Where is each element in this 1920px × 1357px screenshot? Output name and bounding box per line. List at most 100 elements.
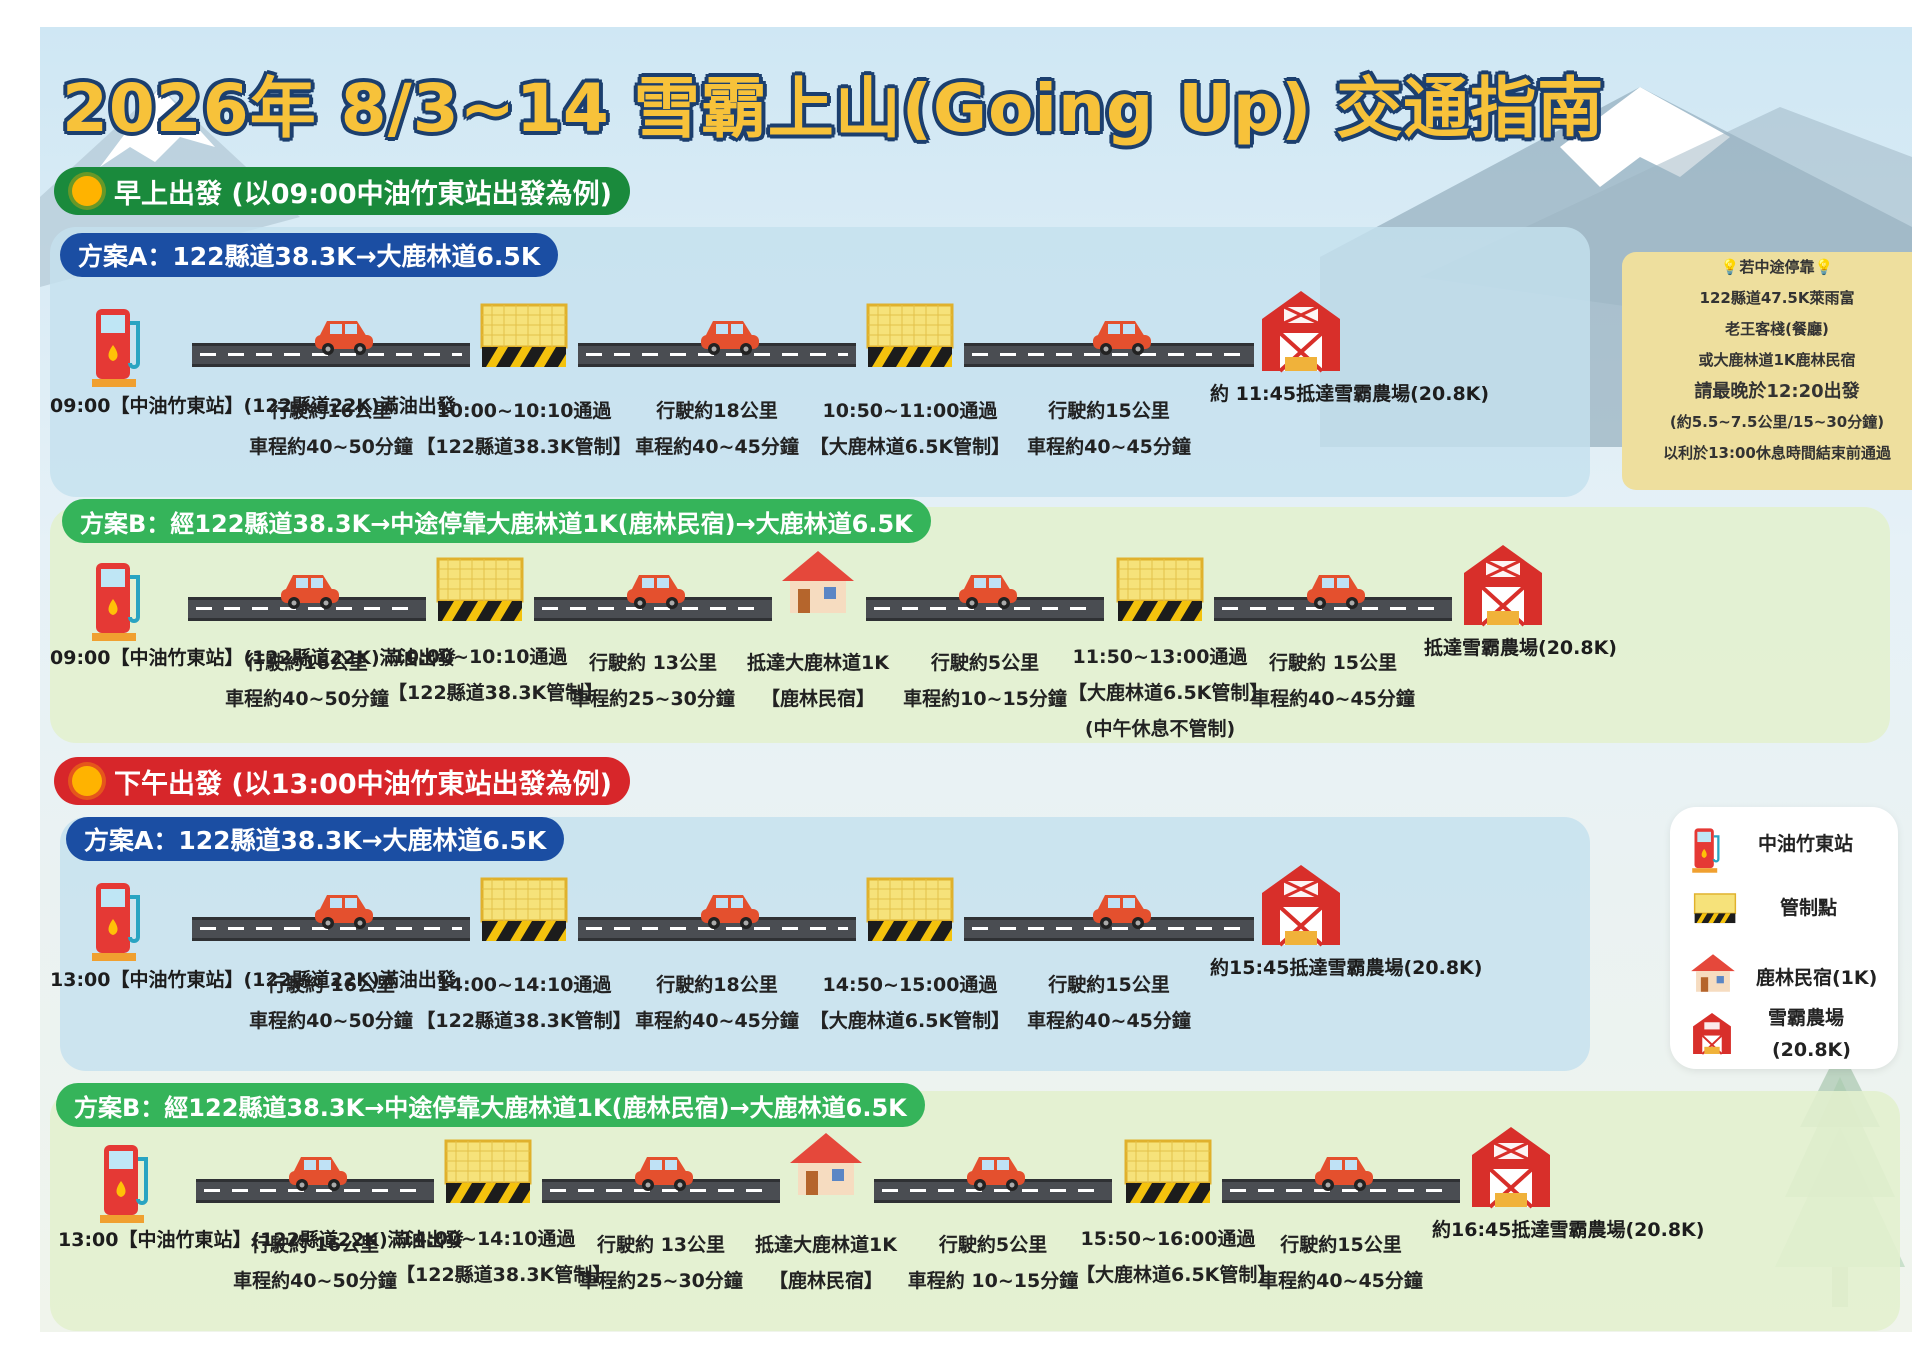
house-icon <box>1691 954 1735 992</box>
morning-a-start: 09:00【中油竹東站】(122縣道22K)滿油出發 <box>50 395 456 417</box>
afternoon-b-end-line: 約16:45 <box>1432 1219 1512 1241</box>
morning-b-barn-icon <box>1460 541 1546 627</box>
afternoon-header-text: 下午出發 (以13:00中油竹東站出發為例) <box>114 768 613 800</box>
morning-b-step-line: 【大鹿林道6.5K管制】 <box>1068 682 1269 704</box>
afternoon-b-checkpoint-icon <box>1124 1139 1212 1205</box>
morning-plan-a-label: 方案A：122縣道38.3K→大鹿林道6.5K <box>60 233 559 277</box>
morning-b-car-icon <box>1295 567 1367 611</box>
morning-b-car-icon <box>947 567 1019 611</box>
morning-b-step-line: 11:50~13:00通過 <box>1072 646 1248 668</box>
morning-b-end: 抵達雪霸農場(20.8K) <box>1424 637 1617 659</box>
legend-station: 中油竹東站 <box>1758 833 1854 855</box>
morning-b-step: 行駛約5公里車程約10~15分鐘 <box>866 645 1104 717</box>
afternoon-a-gas-pump-icon <box>90 877 146 965</box>
morning-b-start-line: (122縣道22K) <box>243 647 380 669</box>
afternoon-b-start-line: 【中油竹東站】 <box>118 1229 252 1251</box>
afternoon-a-step: 行駛約 16公里車程約40~50分鐘 <box>192 967 470 1039</box>
morning-a-car-icon <box>303 313 375 357</box>
morning-b-step-line: 行駛約16公里 <box>246 652 368 674</box>
afternoon-a-step-line: 行駛約 16公里 <box>266 974 396 996</box>
morning-header: 早上出發 (以09:00中油竹東站出發為例) <box>54 167 631 215</box>
afternoon-a-step: 行駛約15公里車程約40~45分鐘 <box>964 967 1254 1039</box>
morning-b-step-line: (中午休息不管制) <box>1084 718 1236 740</box>
morning-b-step: 抵達大鹿林道1K 【鹿林民宿】 <box>740 645 896 717</box>
afternoon-a-step-line: 14:50~15:00通過 <box>822 974 998 996</box>
sun-icon <box>72 766 102 796</box>
afternoon-b-step: 行駛約 16公里車程約40~50分鐘 <box>196 1227 434 1299</box>
afternoon-a-road <box>964 917 1254 941</box>
morning-a-end-line: 約 11:45 <box>1210 383 1297 405</box>
afternoon-b-start-line: 13:00 <box>58 1229 119 1251</box>
note-title: 💡若中途停靠💡 <box>1720 258 1834 276</box>
afternoon-a-step: 14:50~15:00通過【大鹿林道6.5K管制】 <box>776 967 1044 1039</box>
afternoon-plan-b-panel <box>50 1091 1900 1331</box>
note-line: 老王客棧(餐廳) <box>1725 320 1829 338</box>
morning-a-step-line: 10:50~11:00通過 <box>822 400 998 422</box>
afternoon-a-start-line: 13:00 <box>50 969 111 991</box>
morning-a-step-line: 10:00~10:10通過 <box>436 400 612 422</box>
morning-a-step-line: 車程約40~45分鐘 <box>635 436 799 458</box>
morning-b-step-line: 車程約25~30分鐘 <box>571 688 735 710</box>
afternoon-b-step-line: 【鹿林民宿】 <box>768 1270 883 1292</box>
note-line: 122縣道47.5K萊雨富 <box>1699 289 1855 307</box>
morning-b-step: 行駛約 15公里車程約40~45分鐘 <box>1214 645 1452 717</box>
morning-plan-b-label: 方案B：經122縣道38.3K→中途停靠大鹿林道1K(鹿林民宿)→大鹿林道6.5… <box>62 499 931 543</box>
morning-b-step-line: 【鹿林民宿】 <box>760 688 875 710</box>
afternoon-b-step-line: 15:50~16:00通過 <box>1080 1228 1256 1250</box>
afternoon-b-start-line: 滿油出發 <box>387 1229 464 1251</box>
morning-b-step-line: 行駛約 15公里 <box>1268 652 1398 674</box>
morning-b-step: 行駛約 13公里車程約25~30分鐘 <box>534 645 772 717</box>
afternoon-a-step-line: 行駛約15公里 <box>1048 974 1170 996</box>
morning-a-checkpoint-icon <box>480 303 568 369</box>
morning-a-barn-icon <box>1258 287 1344 373</box>
afternoon-b-step: 行駛約5公里車程約 10~15分鐘 <box>874 1227 1112 1299</box>
morning-b-step-line: 抵達大鹿林道1K <box>747 652 889 674</box>
afternoon-b-gas-pump-icon <box>98 1139 154 1227</box>
afternoon-a-checkpoint-icon <box>866 877 954 943</box>
note-line: 或大鹿林道1K鹿林民宿 <box>1698 351 1856 369</box>
afternoon-b-end: 約16:45抵達雪霸農場(20.8K) <box>1432 1219 1704 1241</box>
morning-b-step-line: 行駛約 13公里 <box>588 652 718 674</box>
morning-b-car-icon <box>615 567 687 611</box>
afternoon-a-end-line: 抵達雪霸農場 <box>1289 957 1404 979</box>
morning-a-step-line: 【122縣道38.3K管制】 <box>416 436 632 458</box>
afternoon-a-car-icon <box>1081 887 1153 931</box>
afternoon-a-end-line: (20.8K) <box>1403 957 1483 979</box>
checkpoint-icon <box>1693 893 1737 924</box>
sun-icon <box>72 176 102 206</box>
morning-a-gas-pump-icon <box>90 303 146 391</box>
afternoon-b-car-icon <box>1303 1149 1375 1193</box>
afternoon-b-checkpoint-icon <box>444 1139 532 1205</box>
legend-checkpoint: 管制點 <box>1780 897 1838 919</box>
afternoon-a-step: 行駛約18公里車程約40~45分鐘 <box>578 967 856 1039</box>
stopover-note: 💡若中途停靠💡 122縣道47.5K萊雨富 老王客棧(餐廳) 或大鹿林道1K鹿林… <box>1622 252 1912 490</box>
morning-b-start-line: 滿油出發 <box>379 647 456 669</box>
legend: 中油竹東站 管制點 鹿林民宿(1K) 雪霸農場 (20.8K) <box>1670 807 1898 1069</box>
afternoon-b-step-line: 車程約40~50分鐘 <box>233 1270 397 1292</box>
afternoon-a-car-icon <box>689 887 761 931</box>
morning-b-gas-pump-icon <box>90 557 146 645</box>
gas-pump-icon <box>1692 828 1720 873</box>
afternoon-a-step-line: 車程約40~45分鐘 <box>1027 1010 1191 1032</box>
morning-b-step-line: 車程約40~45分鐘 <box>1251 688 1415 710</box>
afternoon-header: 下午出發 (以13:00中油竹東站出發為例) <box>54 757 631 805</box>
morning-b-checkpoint-icon <box>436 557 524 623</box>
morning-a-end-line: (20.8K) <box>1410 383 1490 405</box>
afternoon-b-car-icon <box>277 1149 349 1193</box>
page-title: 2026年 8/3~14 雪霸上山(Going Up) 交通指南 <box>62 70 1605 147</box>
legend-farm: 雪霸農場 <box>1768 1007 1845 1029</box>
afternoon-b-step: 行駛約 13公里車程約25~30分鐘 <box>542 1227 780 1299</box>
morning-a-step-line: 行駛約18公里 <box>656 400 778 422</box>
morning-a-step: 行駛約18公里車程約40~45分鐘 <box>578 393 856 465</box>
morning-b-step-line: 車程約10~15分鐘 <box>903 688 1067 710</box>
afternoon-b-step-line: 車程約25~30分鐘 <box>579 1270 743 1292</box>
morning-a-step: 10:50~11:00通過【大鹿林道6.5K管制】 <box>776 393 1044 465</box>
afternoon-b-step-line: 14:00~14:10通過 <box>400 1228 576 1250</box>
morning-b-step: 行駛約16公里車程約40~50分鐘 <box>188 645 426 717</box>
morning-a-checkpoint-icon <box>866 303 954 369</box>
morning-b-step-line: 10:00~10:10通過 <box>392 646 568 668</box>
morning-a-start-line: 滿油出發 <box>379 395 456 417</box>
afternoon-b-step: 行駛約15公里車程約40~45分鐘 <box>1222 1227 1460 1299</box>
afternoon-b-end-line: 抵達雪霸農場 <box>1511 1219 1626 1241</box>
afternoon-a-step: 14:00~14:10通過【122縣道38.3K管制】 <box>390 967 658 1039</box>
